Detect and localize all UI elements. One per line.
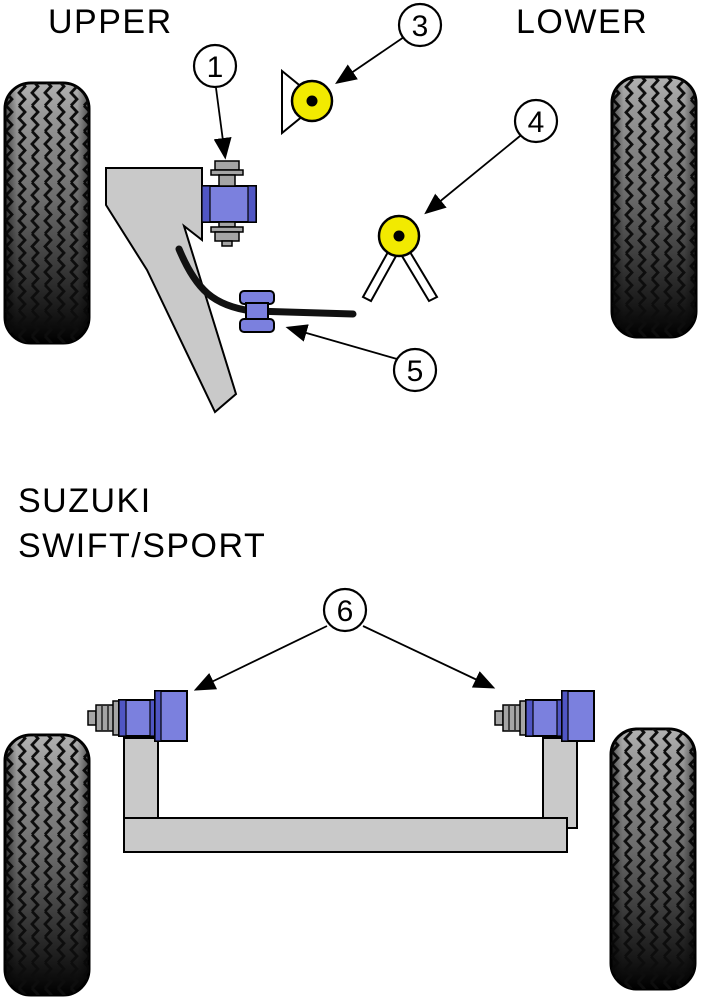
callout-3-circle <box>397 2 443 48</box>
bolt-nut-bottom <box>214 231 240 242</box>
bushing-waist <box>245 302 269 321</box>
callout-4-arrow <box>424 135 521 215</box>
bolt-shaft-top <box>218 174 236 187</box>
callout-5-circle <box>392 347 438 393</box>
subframe-beam <box>123 817 568 853</box>
tire-front-left <box>5 83 89 343</box>
callout-5: 5 <box>285 324 438 393</box>
bushing-3-center <box>306 95 318 107</box>
callout-6-circle <box>322 587 368 633</box>
bolt-tip-bottom <box>221 240 233 247</box>
callout-6-number: 6 <box>337 595 354 628</box>
callout-3: 3 <box>335 2 443 85</box>
bolt-nut-top <box>214 160 240 171</box>
lower-label: LOWER <box>516 3 648 41</box>
subframe-bushing-left <box>87 690 188 742</box>
callout-4: 4 <box>424 98 559 215</box>
model-label: SWIFT/SPORT <box>18 527 266 565</box>
subframe-bushing-right <box>494 690 595 742</box>
callout-5-number: 5 <box>407 355 424 388</box>
callout-4-number: 4 <box>528 106 545 139</box>
bushing-flange-bottom <box>239 318 275 333</box>
anti-roll-bar-bushing-5 <box>239 290 275 333</box>
rear-suspension: 6 <box>87 587 595 853</box>
callout-4-circle <box>513 98 559 144</box>
tire-front-right <box>612 77 696 337</box>
tripod-bushing-4 <box>361 214 439 303</box>
upper-arm-bushing <box>201 160 257 247</box>
callout-3-number: 3 <box>412 10 429 43</box>
bushing-cap-right <box>247 185 257 223</box>
callout-3-arrow <box>335 36 405 85</box>
callout-6-arrow-left <box>193 625 328 691</box>
subframe-post-left <box>123 737 159 829</box>
tire-rear-left <box>5 735 89 995</box>
callout-5-arrow <box>285 324 398 360</box>
callout-1: 1 <box>192 43 238 160</box>
tire-rear-right <box>611 729 695 989</box>
callout-6-arrow-right <box>362 625 496 689</box>
leg-right <box>400 250 439 303</box>
bushing-4-center <box>393 230 405 242</box>
subframe-post-right <box>542 737 578 829</box>
callout-1-arrow <box>213 87 232 160</box>
bushing-cap-left <box>201 185 211 223</box>
callout-1-circle <box>192 43 238 89</box>
bushing-cylinder <box>201 185 257 223</box>
upper-label: UPPER <box>48 3 173 41</box>
cone-bracket-bushing-3 <box>281 68 334 136</box>
make-label: SUZUKI <box>18 482 152 520</box>
callout-1-number: 1 <box>207 51 224 84</box>
front-suspension: 1 3 4 5 <box>105 2 559 414</box>
callout-6: 6 <box>193 587 496 691</box>
leg-left <box>361 250 398 303</box>
